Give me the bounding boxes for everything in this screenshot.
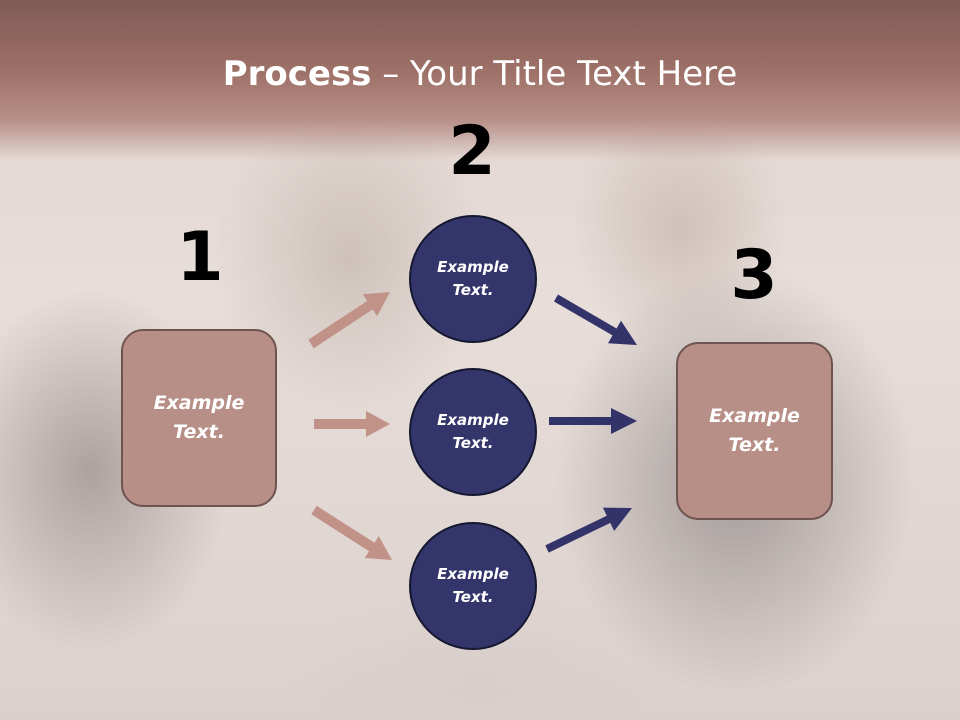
arrow-box-to-circle-middle: [314, 411, 390, 437]
arrow-circle-top-to-box: [554, 294, 637, 345]
step-1-box-text: Example Text.: [153, 392, 245, 443]
circle-bottom-text: Example Text.: [437, 565, 509, 606]
arrow-circle-bottom-to-box: [545, 507, 632, 553]
step-1-box[interactable]: Example Text.: [121, 329, 277, 507]
slide-title[interactable]: Process – Your Title Text Here: [0, 52, 960, 96]
title-band: [0, 0, 960, 160]
arrow-box-to-circle-bottom: [311, 505, 392, 560]
step-number-3: 3: [730, 236, 778, 315]
step-2-circle-middle[interactable]: Example Text.: [409, 368, 537, 496]
step-number-1: 1: [176, 218, 224, 297]
step-3-box-text: Example Text.: [709, 405, 800, 456]
step-2-circle-top[interactable]: Example Text.: [409, 215, 537, 343]
circle-middle-text: Example Text.: [437, 411, 509, 452]
circle-top-text: Example Text.: [437, 258, 509, 299]
arrow-circle-middle-to-box: [549, 408, 637, 434]
step-3-box[interactable]: Example Text.: [676, 342, 833, 520]
arrow-box-to-circle-top: [308, 292, 390, 349]
title-rest: – Your Title Text Here: [371, 54, 738, 94]
step-2-circle-bottom[interactable]: Example Text.: [409, 522, 537, 650]
title-bold: Process: [222, 54, 372, 94]
step-number-2: 2: [448, 112, 496, 191]
